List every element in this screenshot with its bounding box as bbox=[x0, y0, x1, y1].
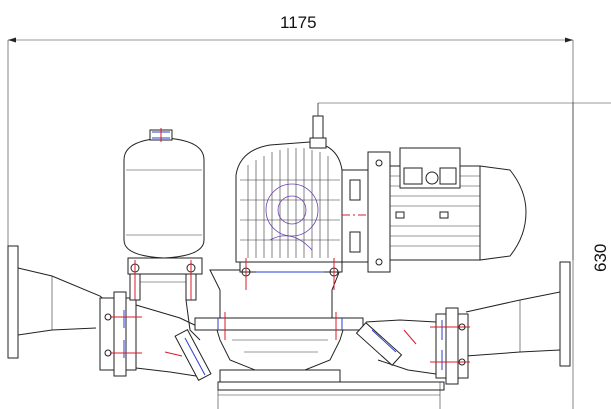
right-elbow-pipe bbox=[355, 319, 437, 375]
width-dimension: 1175 bbox=[7, 13, 574, 260]
height-dimension-label: 630 bbox=[591, 244, 610, 272]
left-elbow-pipe bbox=[135, 304, 212, 382]
width-dimension-label: 1175 bbox=[280, 13, 317, 32]
fan-guard-grille bbox=[240, 148, 340, 258]
right-flange bbox=[430, 307, 470, 385]
left-flange bbox=[99, 291, 142, 377]
pump-casing bbox=[194, 269, 364, 383]
base-frame bbox=[217, 381, 445, 409]
pump-head bbox=[235, 141, 343, 290]
height-dimension: 630 bbox=[317, 102, 611, 409]
left-inlet-pipe bbox=[7, 245, 113, 359]
coupling-housing bbox=[341, 169, 528, 263]
terminal-box bbox=[399, 147, 461, 189]
cable-gland bbox=[309, 103, 327, 149]
pressure-tank bbox=[123, 128, 205, 341]
electric-motor bbox=[367, 147, 527, 273]
right-discharge-pipe bbox=[465, 261, 571, 367]
